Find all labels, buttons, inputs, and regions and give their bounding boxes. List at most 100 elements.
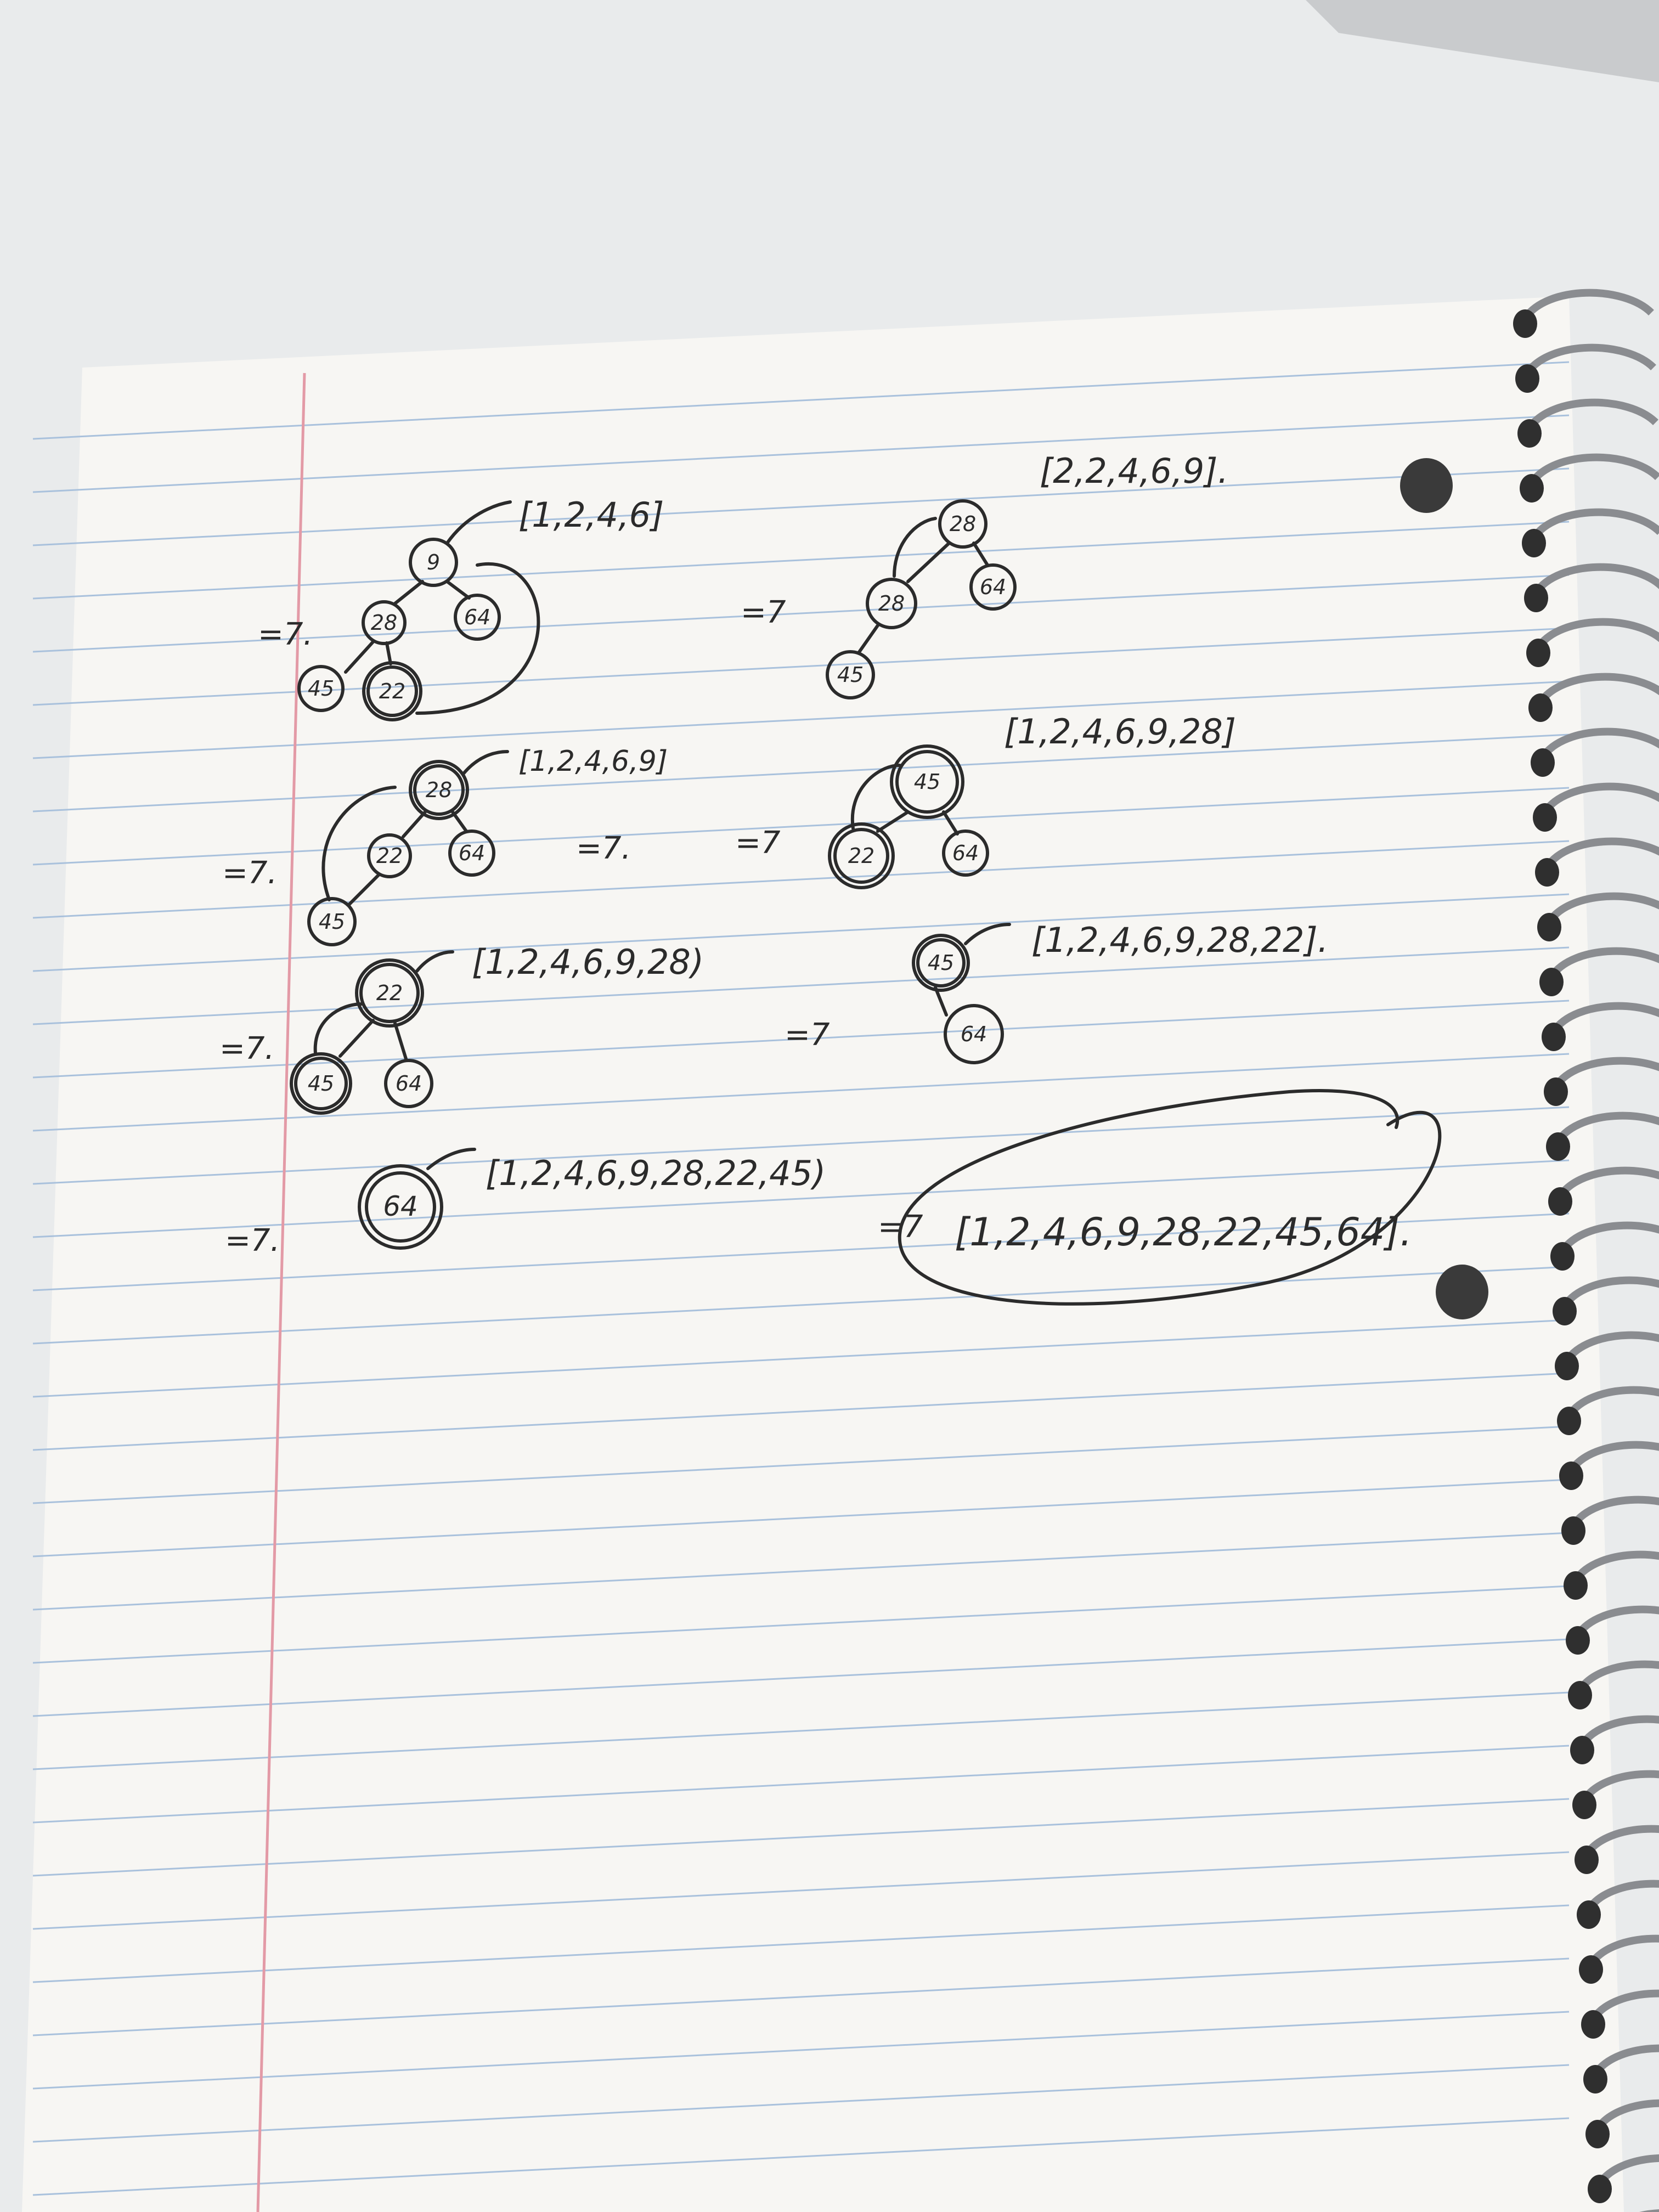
tree-edge (445, 580, 471, 600)
spiral-coil (1553, 1057, 1659, 1089)
binding-hole (1566, 1626, 1590, 1655)
node-label: 64 (396, 1071, 422, 1096)
punch-hole-middle (1436, 1265, 1488, 1319)
tree-node-ring (355, 958, 424, 1028)
ruled-line (32, 1000, 1570, 1079)
final-answer-circle (898, 1089, 1442, 1306)
node-label: 28 (426, 778, 452, 802)
array-note-step-3: [1,2,4,6,9] (518, 745, 668, 778)
binding-hole (1548, 1187, 1572, 1216)
ruled-line (32, 467, 1570, 546)
spiral-coil (1579, 1715, 1659, 1747)
node-label: 28 (371, 611, 397, 635)
tree-node (294, 1057, 348, 1110)
spiral-binding (1513, 289, 1659, 2212)
ruled-line (32, 1053, 1570, 1132)
ruled-line (32, 1585, 1570, 1664)
tree-node-ring (828, 822, 895, 889)
margin-line (256, 373, 306, 2212)
ruled-line (32, 1851, 1570, 1930)
node-label: 45 (928, 951, 954, 975)
binding-hole (1524, 584, 1548, 612)
binding-hole (1546, 1132, 1570, 1161)
implies-arrow: =7. (576, 831, 631, 866)
array-note-step-2: [2,2,4,6,9]. (1040, 451, 1228, 491)
node-label: 45 (308, 676, 334, 701)
spiral-coil (1561, 1276, 1659, 1308)
tree-edge (393, 580, 424, 605)
node-label: 28 (950, 512, 976, 536)
ruled-line (32, 414, 1570, 493)
tree-node (307, 897, 357, 946)
tree-node (969, 563, 1017, 611)
swap-arrow (321, 786, 397, 901)
binding-hole (1520, 474, 1544, 503)
ruled-line (32, 1479, 1570, 1558)
array-note-step-4: [1,2,4,6,9,28] (1004, 712, 1236, 752)
binding-hole (1533, 803, 1557, 832)
spiral-coil (1557, 1166, 1659, 1199)
tree-node (365, 1171, 436, 1243)
binding-hole (1579, 1955, 1603, 1984)
tree-node (359, 963, 420, 1023)
tree-node (833, 828, 889, 884)
node-label: 22 (376, 844, 403, 868)
tree-node (942, 830, 989, 877)
implies-arrow: =7 (878, 1209, 923, 1245)
tree-edge (876, 810, 910, 833)
ruled-line (32, 1266, 1570, 1345)
spiral-coil (1572, 1550, 1659, 1583)
binding-hole (1570, 1736, 1594, 1764)
tree-node (366, 665, 418, 717)
binding-hole (1585, 2120, 1610, 2148)
swap-arrow (850, 764, 901, 830)
ruled-line (32, 2117, 1570, 2196)
swap-arrow (415, 562, 540, 715)
spiral-coil (1542, 782, 1659, 815)
ruled-line (32, 1159, 1570, 1238)
swap-arrow (893, 517, 937, 578)
ruled-lines (32, 361, 1570, 2196)
node-label: 64 (980, 575, 1006, 599)
binding-hole (1550, 1242, 1575, 1271)
spiral-coil (1594, 2099, 1659, 2131)
ruled-line (32, 1212, 1570, 1291)
implies-arrow: =7. (222, 855, 277, 891)
node-label: 64 (459, 841, 485, 865)
array-note-step-1: [1,2,4,6] (518, 495, 664, 535)
node-label: 45 (837, 663, 864, 687)
spiral-coil (1550, 1002, 1659, 1034)
node-label: 45 (308, 1071, 334, 1096)
tree-node (895, 750, 959, 814)
out-arrow (964, 923, 1011, 945)
spiral-coil (1528, 453, 1659, 486)
tree-edge (934, 986, 948, 1017)
implies-arrows: =7. =7 =7. =7 =7. =7 =7. =7 =7. (219, 595, 923, 1259)
ruled-line (32, 1638, 1570, 1717)
implies-arrow: =7 (735, 825, 781, 861)
out-arrow (426, 1148, 476, 1170)
spiral-coil (1564, 1331, 1659, 1363)
tree-edge (402, 810, 427, 838)
spiral-coil (1566, 1386, 1659, 1418)
ruled-line (32, 521, 1570, 600)
spiral-coil (1585, 1880, 1659, 1912)
ruled-line (32, 1319, 1570, 1398)
ruled-line (32, 1691, 1570, 1770)
laptop-corner (1306, 0, 1659, 82)
spiral-coil (1526, 398, 1658, 431)
implies-arrow: =7. (225, 1223, 280, 1259)
spiral-coil (1546, 892, 1659, 924)
ruled-line (32, 840, 1570, 919)
array-note-step-5: [1,2,4,6,9,28) (472, 942, 704, 982)
spiral-coil (1535, 618, 1659, 650)
out-arrow (462, 750, 509, 775)
binding-hole (1575, 1846, 1599, 1874)
spiral-coil (1531, 508, 1659, 540)
tree-node (826, 650, 875, 699)
node-label: 22 (379, 679, 405, 703)
binding-hole (1577, 1900, 1601, 1929)
ruled-line (32, 787, 1570, 866)
spiral-coil (1539, 727, 1659, 760)
spiral-coil (1559, 1221, 1659, 1254)
